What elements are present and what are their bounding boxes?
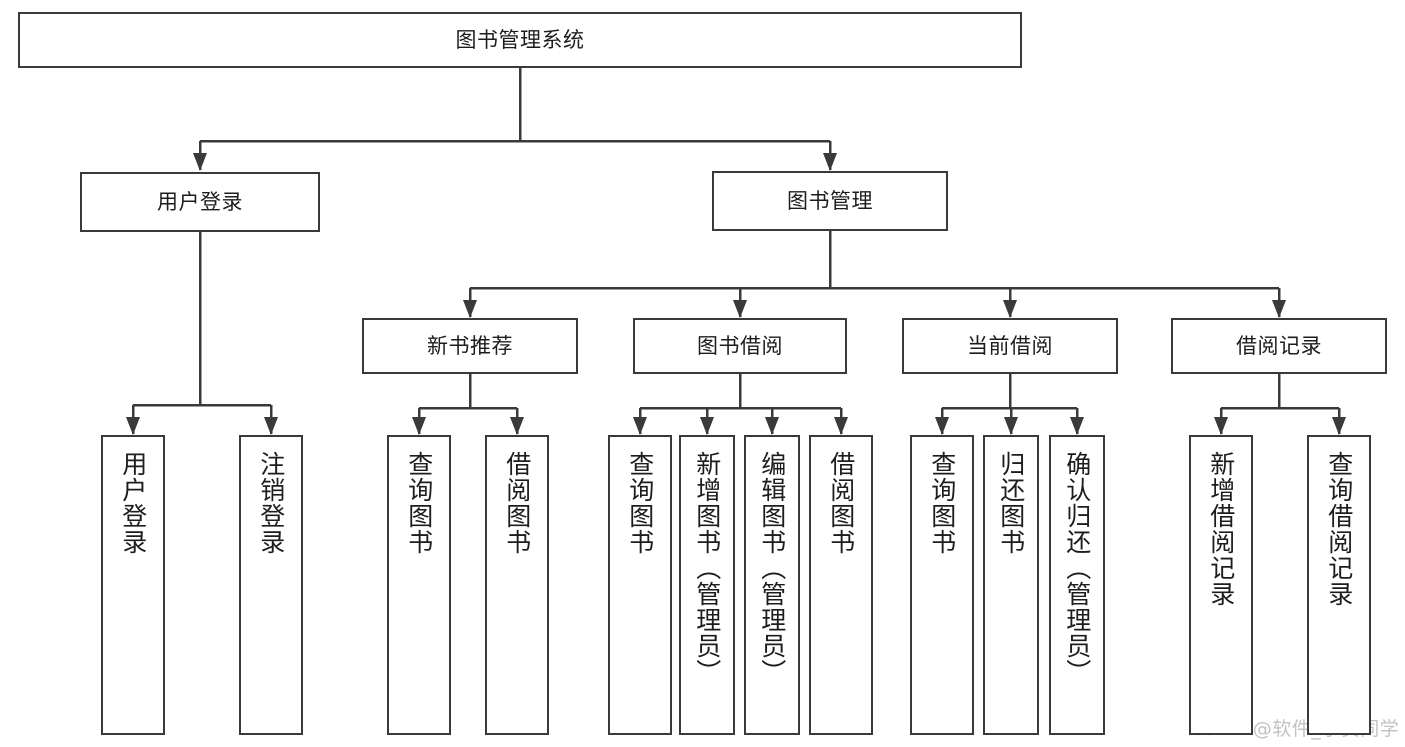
node-label: 编辑图书（管理员） [757,451,787,685]
node-borrow-record[interactable]: 借阅记录 [1171,318,1387,374]
node-leaf-add-book[interactable]: 新增图书（管理员） [679,435,735,735]
node-label: 查询图书 [404,451,434,555]
node-label: 查询图书 [927,451,957,555]
node-new-book-rec[interactable]: 新书推荐 [362,318,578,374]
node-leaf-user-login[interactable]: 用户登录 [101,435,165,735]
node-leaf-query-book-2[interactable]: 查询图书 [608,435,672,735]
node-label: 借阅图书 [502,451,532,555]
node-book-manage[interactable]: 图书管理 [712,171,948,231]
node-label: 借阅记录 [1236,333,1322,358]
node-leaf-borrow-book-1[interactable]: 借阅图书 [485,435,549,735]
node-label: 图书管理系统 [455,27,585,52]
node-leaf-query-book-1[interactable]: 查询图书 [387,435,451,735]
node-label: 图书借阅 [697,333,783,358]
node-label: 注销登录 [256,451,286,555]
node-leaf-edit-book[interactable]: 编辑图书（管理员） [744,435,800,735]
node-book-borrow[interactable]: 图书借阅 [633,318,847,374]
node-label: 当前借阅 [967,333,1053,358]
node-label: 查询借阅记录 [1324,451,1354,607]
node-label: 借阅图书 [826,451,856,555]
node-leaf-confirm-return[interactable]: 确认归还（管理员） [1049,435,1105,735]
node-label: 用户登录 [118,451,148,555]
node-leaf-query-book-3[interactable]: 查询图书 [910,435,974,735]
node-label: 用户登录 [157,189,243,214]
node-label: 图书管理 [787,188,873,213]
node-root[interactable]: 图书管理系统 [18,12,1022,68]
node-leaf-borrow-book-2[interactable]: 借阅图书 [809,435,873,735]
node-user-login[interactable]: 用户登录 [80,172,320,232]
node-current-borrow[interactable]: 当前借阅 [902,318,1118,374]
node-label: 新书推荐 [427,333,513,358]
node-label: 确认归还（管理员） [1062,451,1092,685]
node-label: 查询图书 [625,451,655,555]
node-label: 归还图书 [996,451,1026,555]
node-leaf-return-book[interactable]: 归还图书 [983,435,1039,735]
node-leaf-logout[interactable]: 注销登录 [239,435,303,735]
node-label: 新增借阅记录 [1206,451,1236,607]
node-label: 新增图书（管理员） [692,451,722,685]
node-leaf-add-record[interactable]: 新增借阅记录 [1189,435,1253,735]
node-leaf-query-record[interactable]: 查询借阅记录 [1307,435,1371,735]
